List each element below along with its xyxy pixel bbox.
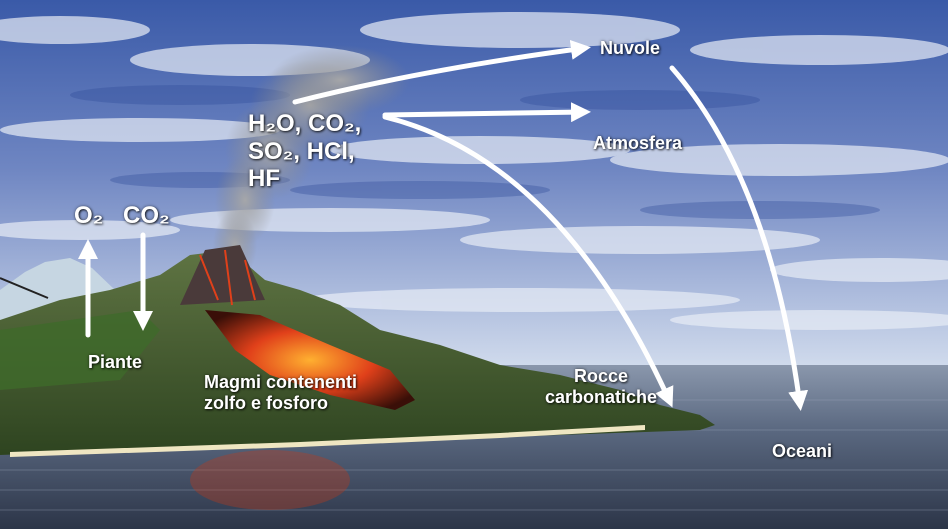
arrow-to-atmosfera [382,102,591,123]
gases-line-3: HF [248,165,280,193]
clouds-dark [70,85,880,219]
atmosfera-label: Atmosfera [593,133,683,153]
rocce-label: Rocce carbonatiche [545,366,657,407]
gases-line-1: H₂O, CO₂, [248,110,362,137]
edge-line [0,277,49,299]
oceani-label: Oceani [772,441,833,461]
lava-reflection [190,450,350,510]
clouds [0,12,948,330]
arrows [78,39,809,411]
magmi-label: Magmi contenenti zolfo e fosforo [204,372,357,413]
rocce-line-1: Rocce [574,366,629,386]
gases-label: H₂O, CO₂, SO₂, HCl, HF [248,110,361,193]
forest [0,310,160,390]
beach [10,425,645,457]
rocce-line-2: carbonatiche [545,386,658,407]
lava-flow [205,310,415,410]
arrow-to-nuvole [292,39,591,105]
piante-label: Piante [88,352,143,372]
arrow-to-rocce [382,114,674,408]
nuvole-label: Nuvole [600,38,661,58]
volcano-lava-streaks [199,249,256,306]
gases-line-2: SO₂, HCl, [248,137,355,165]
magmi-line-1: Magmi contenenti [204,372,358,392]
arrow-to-oceani [669,65,809,411]
island [0,250,715,455]
co2-label: CO₂ [123,202,170,229]
magmi-line-2: zolfo e fosforo [204,392,328,413]
o2-label: O₂ [74,202,104,229]
